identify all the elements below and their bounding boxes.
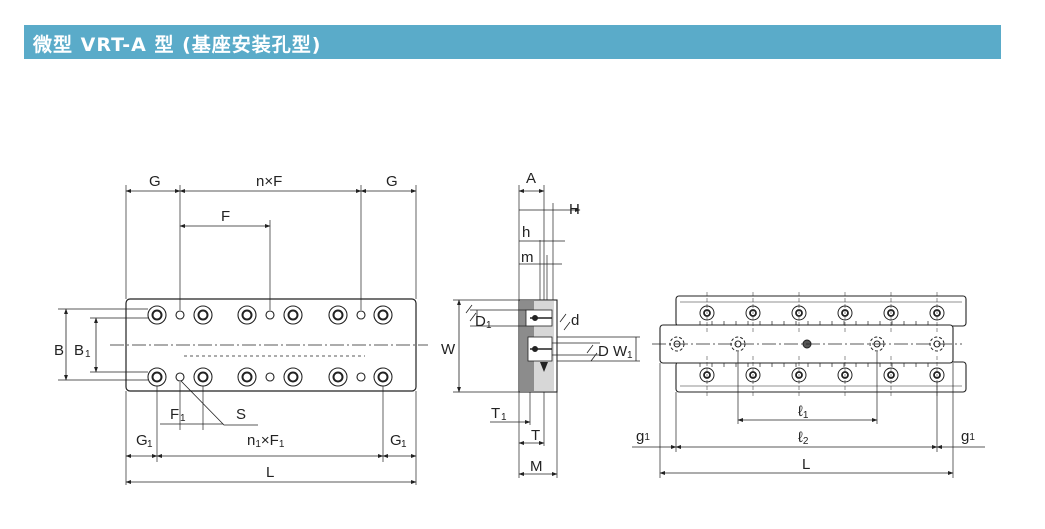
label-D1: D (475, 313, 486, 330)
top-view (632, 292, 985, 478)
label-F1: F (170, 406, 179, 423)
label-H: H (569, 201, 580, 218)
label-D: D (598, 343, 609, 360)
label-G1-right-sub: 1 (401, 439, 407, 450)
lower-rail-bolts (699, 367, 945, 383)
label-W1: W (613, 343, 628, 360)
label-g1-left: g1 (636, 428, 650, 445)
side-view (453, 185, 640, 478)
label-G1-left-sub: 1 (147, 439, 153, 450)
label-W1-sub: 1 (627, 350, 633, 361)
label-l1: ℓ1 (798, 403, 809, 421)
upper-rail-bolts (699, 305, 945, 321)
label-G-right: G (386, 173, 398, 190)
label-W: W (441, 341, 456, 358)
label-T1-sub: 1 (501, 412, 507, 423)
label-G1-left: G (136, 432, 148, 449)
label-F1-sub: 1 (180, 413, 186, 424)
label-G-left: G (149, 173, 161, 190)
label-l2: ℓ2 (798, 429, 809, 447)
label-F: F (221, 208, 230, 225)
label-A: A (526, 170, 536, 187)
upper-rail (675, 295, 967, 327)
label-m: m (521, 249, 534, 266)
page-title: 微型 VRT-A 型 (基座安装孔型) (33, 34, 322, 56)
front-body (125, 298, 417, 392)
front-bolts-bottom (147, 367, 393, 387)
lower-rail (675, 361, 967, 393)
title-bar: 微型 VRT-A 型 (基座安装孔型) (24, 25, 1001, 59)
label-D1-sub: 1 (486, 320, 492, 331)
label-B1: B (74, 342, 84, 359)
label-T1: T (491, 405, 500, 422)
label-B: B (54, 342, 64, 359)
label-S: S (236, 406, 246, 423)
label-B1-sub: 1 (85, 349, 91, 360)
leader-S (180, 380, 258, 426)
label-L-front: L (266, 464, 274, 481)
label-L-top: L (802, 456, 810, 473)
label-T: T (531, 427, 540, 444)
label-n1xF1: n1×F1 (247, 432, 285, 450)
label-g1-right: g1 (961, 428, 975, 445)
label-G1-right: G (390, 432, 402, 449)
label-nxF: n×F (256, 173, 282, 190)
label-d: d (571, 312, 579, 329)
front-view (58, 185, 428, 485)
label-h: h (522, 224, 530, 241)
front-bolts-top (147, 305, 393, 325)
label-M: M (530, 458, 543, 475)
side-body-outline (518, 299, 558, 393)
